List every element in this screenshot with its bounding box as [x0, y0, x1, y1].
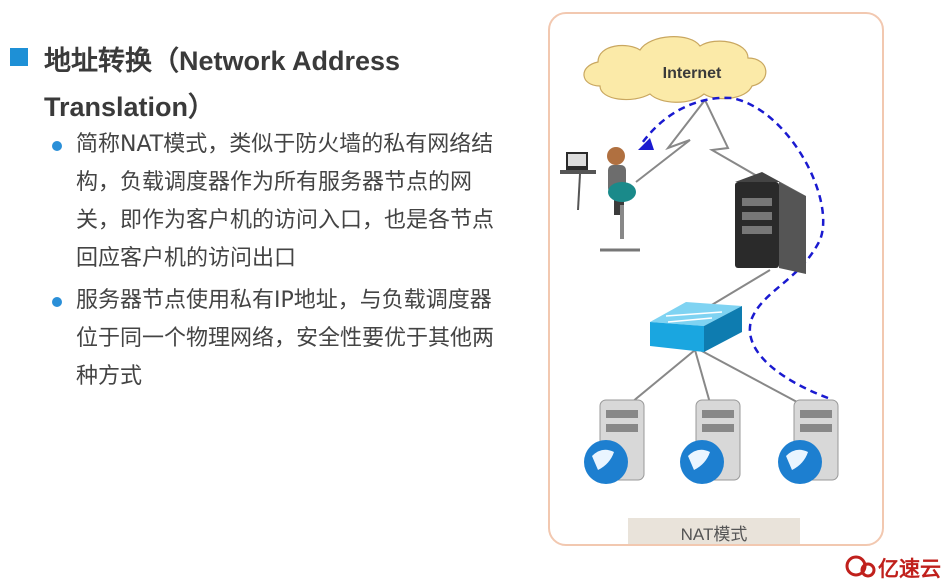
bullet-item-2: 服务器节点使用私有IP地址，与负载调度器位于同一个物理网络，安全性要优于其他两种…	[52, 282, 512, 396]
traffic-path-dashed	[638, 96, 829, 400]
caption-background	[628, 518, 800, 544]
bullet-dot-icon	[52, 297, 62, 307]
bullet-item-1: 简称NAT模式，类似于防火墙的私有网络结构，负载调度器作为所有服务器节点的网关，…	[52, 126, 512, 278]
internet-label: Internet	[663, 65, 722, 82]
network-switch-icon	[650, 302, 742, 352]
brand-logo-icon	[845, 555, 876, 578]
bullet-text-1: 简称NAT模式，类似于防火墙的私有网络结构，负载调度器作为所有服务器节点的网关，…	[76, 132, 495, 271]
backend-server-icon	[680, 399, 741, 484]
load-balancer-server-icon	[735, 172, 806, 274]
bullet-dot-icon	[52, 141, 62, 151]
traffic-arrowhead-icon	[638, 138, 654, 150]
bullet-text-2: 服务器节点使用私有IP地址，与负载调度器位于同一个物理网络，安全性要优于其他两种…	[76, 288, 495, 389]
backend-server-icon	[778, 399, 839, 484]
diagram-caption: NAT模式	[680, 525, 748, 544]
title-square-marker	[10, 48, 28, 66]
internet-cloud-icon	[583, 36, 767, 103]
client-user-icon	[560, 147, 640, 252]
slide-heading: 地址转换（Network Address Translation）	[44, 46, 401, 122]
brand-name: 亿速云	[878, 557, 941, 581]
backend-server-icon	[584, 399, 645, 484]
